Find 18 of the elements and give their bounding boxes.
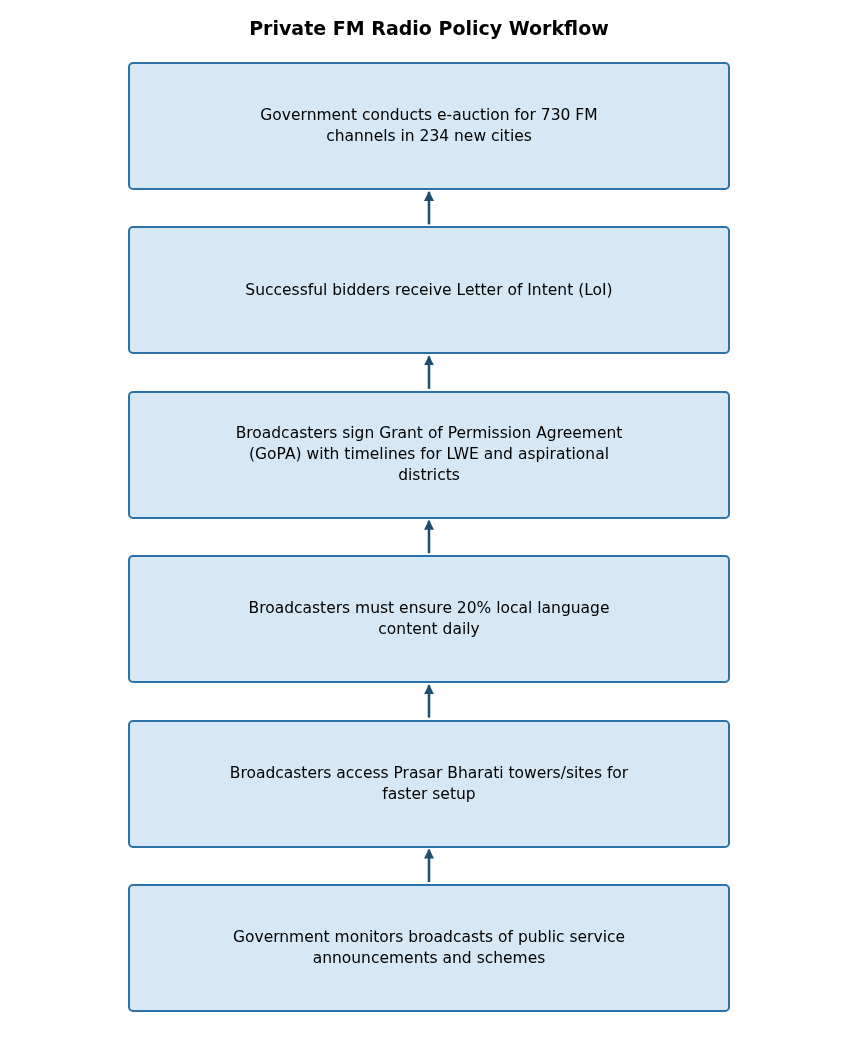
step-text: Broadcasters must ensure 20% local language content daily: [247, 598, 611, 641]
arrow: [424, 191, 434, 225]
process-box: [128, 62, 730, 190]
step-text: Government conducts e-auction for 730 FM channels in 234 new cities: [259, 105, 599, 147]
process-box: [128, 390, 730, 519]
arrow: [424, 684, 434, 718]
step-text: Broadcasters access Prasar Bharati towers/sites for faster setup: [229, 762, 629, 805]
process-box: [128, 555, 730, 684]
step-text: Government monitors broadcasts of public service announcements and schemes: [231, 927, 627, 969]
arrow: [424, 519, 434, 554]
process-box: [128, 719, 730, 848]
step-text: Broadcasters sign Grant of Permission Agreement (GoPA) with timelines for LWE and aspirational districts: [234, 423, 624, 487]
arrow: [424, 355, 434, 389]
step-text: Successful bidders receive Letter of Intent (LoI): [244, 279, 614, 301]
process-box: [128, 226, 730, 355]
diagram-title: Private FM Radio Policy Workflow: [248, 17, 610, 39]
process-box: [128, 884, 730, 1012]
arrow: [424, 848, 434, 882]
